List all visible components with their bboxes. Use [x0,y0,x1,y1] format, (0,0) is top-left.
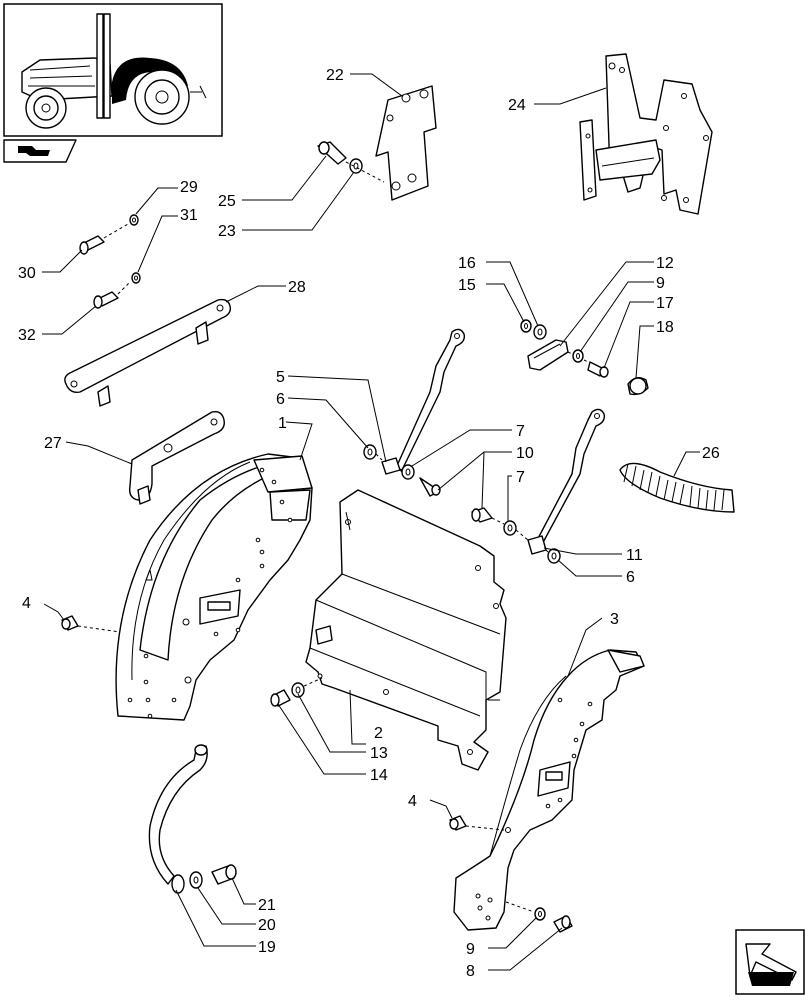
part-17-screw [587,361,609,378]
tractor-thumbnail-icon [3,3,223,137]
part-23-washer [349,158,363,174]
callout-5: 5 [276,369,285,386]
part-14-bolt [270,689,291,707]
part-6-washer-right [547,548,561,564]
callout-labels: 22 24 25 23 29 31 30 32 28 27 1 5 6 4 7 … [18,67,720,980]
part-6-washer-left [363,444,377,460]
part-31-washer [131,272,141,284]
part-21-bolt [211,864,237,885]
part-24-bracket [579,53,713,215]
part-4-plug-right [449,815,467,831]
callout-8: 8 [466,963,475,980]
part-20-washer [189,871,203,889]
part-9-washer-top [572,349,584,363]
callout-32: 32 [18,327,36,344]
callout-12: 12 [656,255,674,272]
callout-25: 25 [218,193,236,210]
part-15-washer [520,319,532,333]
callout-6-right: 6 [626,569,635,586]
callout-11: 11 [626,547,643,564]
callout-9-top: 9 [656,275,665,292]
callout-17: 17 [656,295,674,312]
callout-7-lower: 7 [516,469,525,486]
part-12-clip [527,339,569,371]
part-25-bolt [317,141,347,165]
part-29-washer [129,214,139,226]
part-32-bolt [93,291,119,309]
callout-19: 19 [258,939,276,956]
callout-26: 26 [702,445,720,462]
callout-3: 3 [610,611,619,628]
callout-20: 20 [258,917,276,934]
part-1-left-fender [115,453,313,721]
leader-lines [42,73,700,971]
callout-2: 2 [374,725,383,742]
part-5-stay-rod [381,328,466,475]
callout-13: 13 [370,745,388,762]
part-27-bracket [128,410,225,505]
part-8-bolt [553,915,573,933]
callout-16: 16 [458,255,476,272]
part-16-washer [533,324,547,340]
part-3-right-fender [453,649,645,931]
callout-10: 10 [516,445,534,462]
callout-15: 15 [458,277,476,294]
part-9-washer-lower [534,907,546,921]
callout-21: 21 [258,897,276,914]
callout-6-left: 6 [276,391,285,408]
callout-23: 23 [218,223,236,240]
callout-30: 30 [18,265,36,282]
previous-page-arrow-icon[interactable] [3,139,77,163]
callout-4-right: 4 [408,793,417,810]
part-10-bolt-lower [471,507,493,523]
part-11-stay-rod [527,408,606,555]
callout-7-top: 7 [516,423,525,440]
callout-1: 1 [278,415,287,432]
part-18-cap [627,377,649,396]
part-13-washer [291,682,305,698]
part-4-plug-left [61,615,79,631]
callout-14: 14 [370,767,388,784]
callout-27: 27 [44,435,62,452]
part-22-bracket [375,85,437,201]
callout-22: 22 [326,67,344,84]
part-7-washer-top [401,464,415,480]
callout-31: 31 [180,207,198,224]
callout-29: 29 [180,179,198,196]
next-page-arrow-icon[interactable] [735,929,805,995]
part-28-strap [64,298,232,407]
part-19-pipe [148,744,208,894]
part-30-bolt [79,235,105,255]
callout-9-lower: 9 [466,941,475,958]
callout-4-left: 4 [22,595,31,612]
callout-24: 24 [508,97,526,114]
part-10-bolt-top [419,477,441,497]
callout-28: 28 [288,279,306,296]
part-7-washer-lower [503,520,517,536]
part-26-corrugated-hose [619,462,735,513]
callout-18: 18 [656,319,674,336]
part-2-panel [305,489,507,771]
